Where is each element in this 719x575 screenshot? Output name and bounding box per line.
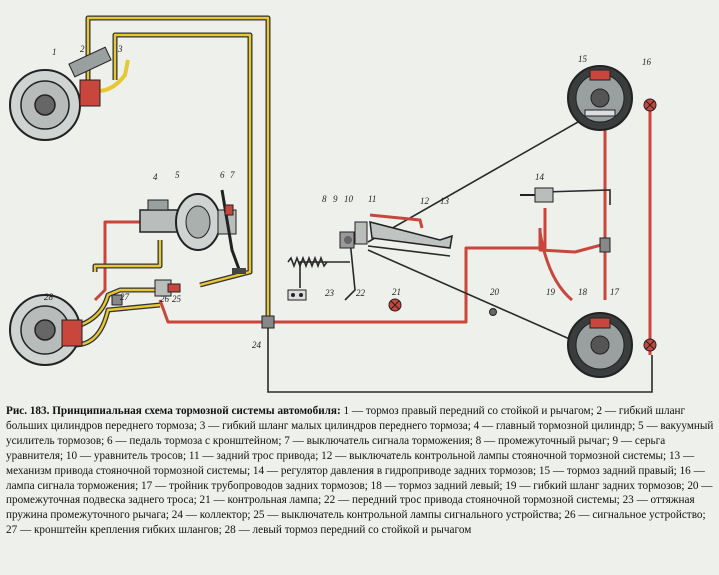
control-lamp — [388, 298, 402, 312]
label-20: 20 — [490, 287, 500, 297]
line-front-left-loop — [93, 220, 160, 302]
caption-text: 1 — тормоз правый передний со стойкой и … — [6, 405, 714, 537]
hose-front-right-2 — [113, 33, 252, 287]
warning-block — [287, 289, 307, 301]
label-17: 17 — [610, 287, 620, 297]
label-16: 16 — [642, 57, 652, 67]
callout-labels: 1 2 3 4 5 6 7 8 9 10 11 12 13 14 15 16 1… — [44, 44, 652, 350]
label-10: 10 — [344, 194, 354, 204]
hydraulic-lines — [93, 105, 652, 355]
collector — [261, 315, 275, 329]
hose-front-right — [86, 16, 270, 322]
label-4: 4 — [153, 172, 158, 182]
label-7: 7 — [230, 170, 235, 180]
parking-brake-mechanism — [339, 213, 453, 249]
label-19: 19 — [546, 287, 556, 297]
label-24: 24 — [252, 340, 262, 350]
line-hose-rear — [538, 231, 573, 302]
line-regulator-main — [158, 208, 547, 324]
label-11: 11 — [368, 194, 376, 204]
line-to-rear-tee — [538, 228, 606, 254]
rear-tee — [599, 237, 611, 253]
brake-system-diagram: 1 2 3 4 5 6 7 8 9 10 11 12 13 14 15 16 1… — [9, 15, 657, 393]
label-12: 12 — [420, 196, 430, 206]
label-13: 13 — [440, 196, 450, 206]
label-14: 14 — [535, 172, 545, 182]
hose-front-left-2-edge — [74, 302, 161, 348]
rear-left-brake — [567, 312, 633, 378]
label-23: 23 — [325, 288, 335, 298]
spring-23 — [287, 255, 328, 269]
label-15: 15 — [578, 54, 588, 64]
label-5: 5 — [175, 170, 180, 180]
cable-suspension — [489, 308, 497, 316]
label-28: 28 — [44, 292, 54, 302]
cables — [267, 117, 653, 393]
figure-caption: Рис. 183. Принципиальная схема тормозной… — [6, 404, 714, 538]
cable-regulator-link — [544, 189, 611, 205]
master-cylinder-and-booster — [139, 189, 246, 274]
label-27: 27 — [120, 292, 130, 302]
label-22: 22 — [356, 288, 366, 298]
caption-title: Рис. 183. Принципиальная схема тормозной… — [6, 405, 341, 417]
label-9: 9 — [333, 194, 338, 204]
label-21: 21 — [392, 287, 401, 297]
label-8: 8 — [322, 194, 327, 204]
label-6: 6 — [220, 170, 225, 180]
label-25: 25 — [172, 294, 182, 304]
cable-lever-link — [344, 239, 356, 301]
front-left-brake — [9, 294, 83, 366]
hose-front-right-2-edge — [112, 32, 253, 288]
front-right-brake — [9, 46, 112, 141]
rear-right-brake — [567, 65, 633, 131]
hose-to-cylinder — [93, 240, 162, 272]
cable-front-parking — [367, 245, 451, 257]
cable-rear-right — [367, 117, 586, 243]
label-2: 2 — [80, 44, 85, 54]
label-1: 1 — [52, 47, 57, 57]
cable-ground — [267, 322, 653, 393]
cable-lamp-switch — [299, 261, 350, 288]
signal-device — [111, 279, 181, 306]
cable-rear-left — [367, 249, 591, 349]
label-26: 26 — [160, 294, 170, 304]
label-18: 18 — [578, 287, 588, 297]
brake-lamp — [643, 98, 657, 352]
label-3: 3 — [117, 44, 123, 54]
pressure-regulator — [520, 187, 554, 203]
